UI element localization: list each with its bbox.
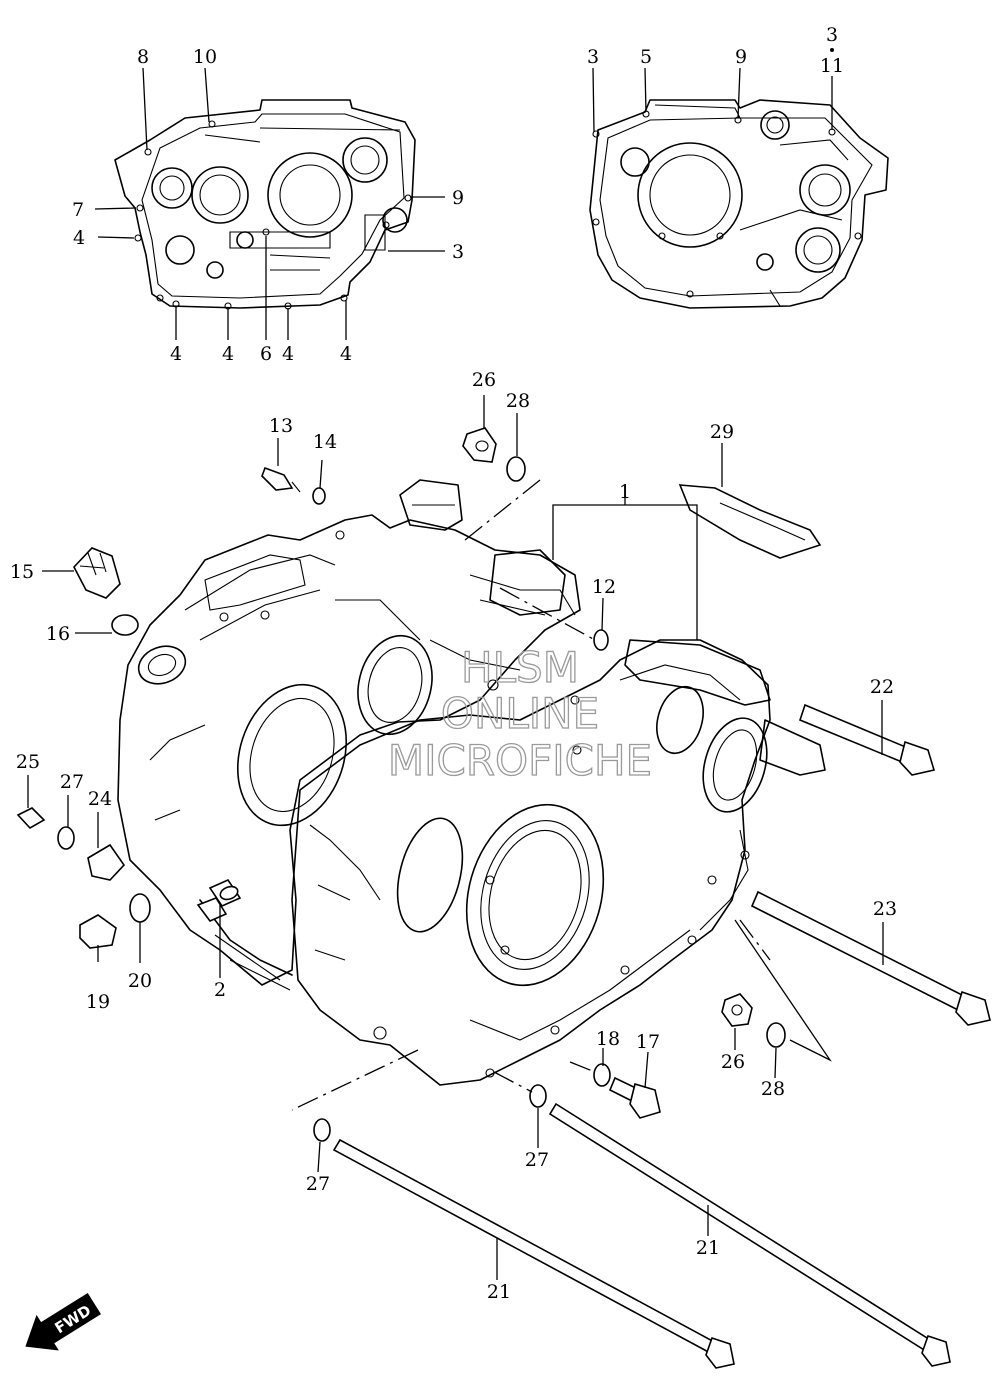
callout-9: 9 (735, 46, 747, 68)
callout-23: 23 (873, 898, 897, 920)
watermark-line-1: HLSM (461, 643, 579, 692)
callout-9: 9 (452, 187, 464, 209)
callout-10: 10 (193, 46, 217, 68)
callout-24: 24 (88, 788, 112, 810)
callout-21: 21 (487, 1281, 511, 1303)
watermark: HLSM ONLINE MICROFICHE (387, 642, 652, 785)
callout-labels: 8 10 7 4 9 3 4 4 6 4 4 3 5 9 3 11 26 28 … (10, 24, 897, 1303)
callout-27: 27 (60, 771, 84, 793)
loose-parts (16, 427, 991, 1369)
callout-7: 7 (72, 199, 84, 221)
callout-16: 16 (46, 623, 70, 645)
leader-lines (27, 395, 884, 1280)
callout-20: 20 (128, 970, 152, 992)
callout-4: 4 (170, 343, 182, 365)
watermark-line-3: MICROFICHE (388, 736, 652, 785)
crankcase-assembly (117, 479, 826, 1086)
left-crankcase-half-view (94, 67, 445, 340)
callout-11: 11 (820, 55, 844, 77)
callout-27: 27 (525, 1149, 549, 1171)
watermark-line-2: ONLINE (441, 689, 599, 738)
callout-6: 6 (260, 343, 272, 365)
callout-4: 4 (222, 343, 234, 365)
callout-14: 14 (313, 431, 337, 453)
callout-5: 5 (640, 46, 652, 68)
callout-19: 19 (86, 991, 110, 1013)
fwd-direction-badge: FWD (25, 1292, 101, 1351)
callout-15: 15 (10, 561, 34, 583)
callout-26: 26 (721, 1051, 745, 1073)
callout-4: 4 (340, 343, 352, 365)
callout-18: 18 (596, 1028, 620, 1050)
callout-3: 3 (826, 24, 838, 46)
callout-17: 17 (636, 1031, 660, 1053)
callout-26: 26 (472, 369, 496, 391)
callout-29: 29 (710, 421, 734, 443)
callout-21: 21 (696, 1237, 720, 1259)
callout-13: 13 (269, 415, 293, 437)
callout-25: 25 (16, 751, 40, 773)
callout-4: 4 (282, 343, 294, 365)
callout-28: 28 (506, 390, 530, 412)
callout-27: 27 (306, 1173, 330, 1195)
callout-8: 8 (137, 46, 149, 68)
callout-12: 12 (592, 576, 616, 598)
right-crankcase-half-view (589, 48, 889, 309)
callout-3: 3 (452, 241, 464, 263)
callout-28: 28 (761, 1078, 785, 1100)
callout-1: 1 (619, 481, 631, 503)
callout-4: 4 (73, 227, 85, 249)
callout-3: 3 (587, 46, 599, 68)
fwd-arrow-icon (25, 1292, 101, 1351)
callout-22: 22 (870, 676, 894, 698)
callout-2: 2 (214, 979, 226, 1001)
